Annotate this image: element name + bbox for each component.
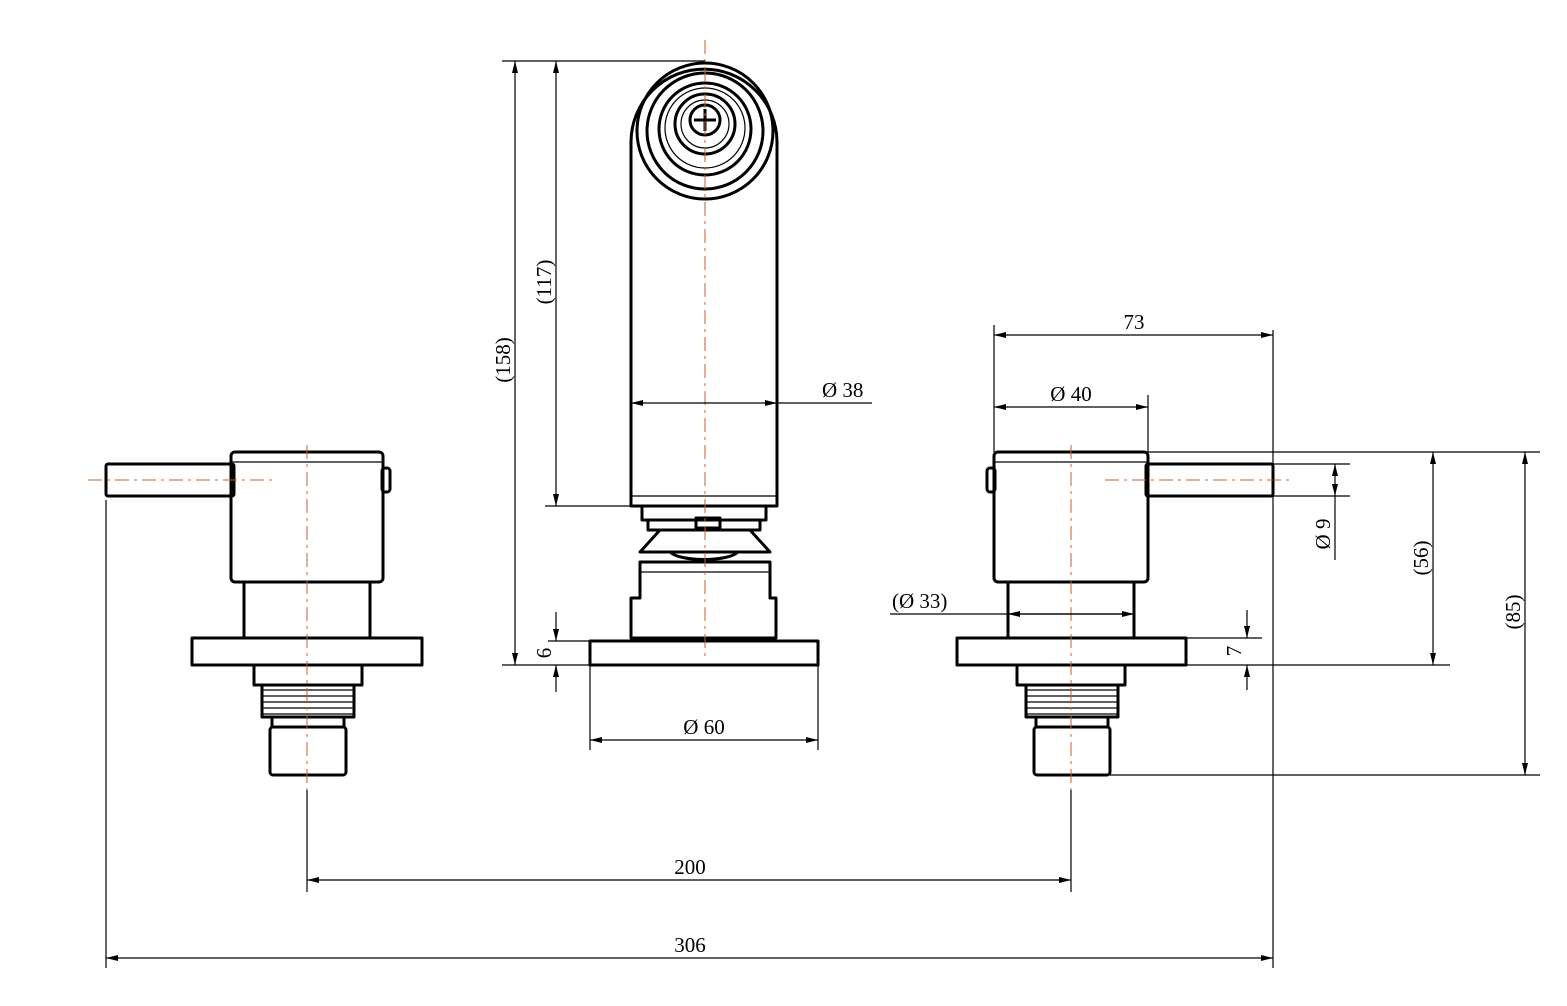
dim-base-diameter: Ø 60 — [683, 715, 724, 739]
left-valve — [88, 445, 424, 790]
dim-handle-diameter: Ø 40 — [1050, 382, 1091, 406]
spout — [588, 40, 820, 667]
dim-base-thickness-valve: 7 — [1222, 646, 1246, 657]
dim-spout-body-height: (117) — [532, 260, 556, 305]
dim-center-distance: 200 — [674, 855, 706, 879]
dim-handle-width: 73 — [1124, 310, 1145, 334]
dimension-lines — [105, 60, 1540, 968]
dim-spout-height: (158) — [491, 337, 515, 383]
dimension-labels: 306 200 (158) (117) Ø 38 6 Ø 60 73 Ø 40 … — [491, 260, 1525, 957]
right-valve — [955, 445, 1292, 790]
dim-valve-height: (56) — [1409, 541, 1433, 576]
dim-neck-diameter: (Ø 33) — [892, 589, 947, 613]
dim-lever-diameter: Ø 9 — [1311, 519, 1335, 550]
dim-spout-diameter: Ø 38 — [822, 378, 863, 402]
dim-total-height: (85) — [1501, 595, 1525, 630]
dim-overall-width: 306 — [674, 933, 706, 957]
dim-base-thickness-spout: 6 — [532, 648, 556, 659]
